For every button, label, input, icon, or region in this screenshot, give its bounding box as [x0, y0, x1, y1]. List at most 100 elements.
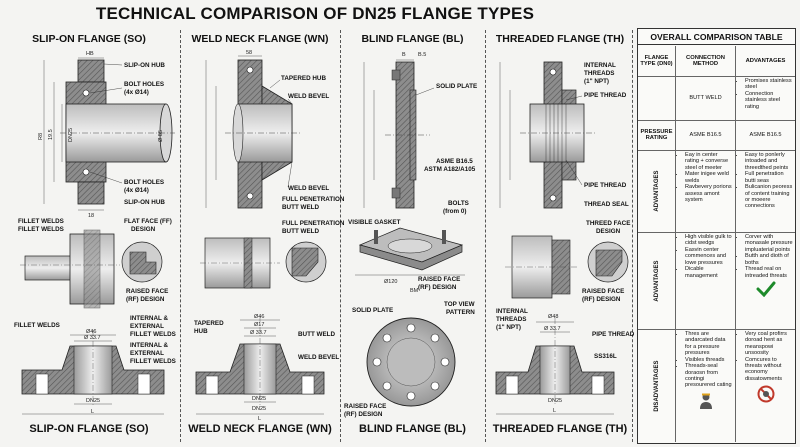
label-npt-b: (1" NPT)	[496, 324, 521, 331]
label-pipe-thread-3: PIPE THREAD	[592, 331, 635, 338]
dim-rb: R8	[38, 133, 44, 140]
label-weld-bevel: WELD BEVEL	[288, 93, 329, 100]
label-butt-weld-2: BUTT WELD	[282, 228, 320, 235]
bullet-item: Connection stainless steel rating	[745, 91, 793, 110]
label-internal-b: INTERNAL	[496, 308, 528, 315]
weld-neck-section-view	[205, 55, 300, 209]
label-raised-face-bl-2: RAISED FACE	[344, 403, 386, 410]
no-icon	[757, 385, 774, 403]
blind-gasket-detail	[355, 227, 465, 276]
label-threads: THREADS	[584, 70, 614, 77]
dim-d48: Ø48	[548, 314, 558, 320]
table-header-row: FLANGE TYPE (DN0) CONNECTION METHOD ADVA…	[638, 46, 795, 77]
slip-on-flange-elevation	[21, 330, 165, 415]
bullet-item: Bulicanion peoress of content training o…	[745, 184, 793, 209]
label-fillet-welds-2: FILLET WELDS	[18, 226, 64, 233]
table-cell: Eay in center rating + converse steel of…	[676, 150, 736, 232]
dim-d46: Ø46	[86, 329, 96, 335]
page-title: TECHNICAL COMPARISON OF DN25 FLANGE TYPE…	[95, 4, 535, 23]
dim-dn25-th: DN25	[548, 398, 562, 404]
table-header-advantages: ADVANTAGES	[745, 58, 786, 64]
label-slip-on-hub: SLIP-ON HUB	[124, 62, 165, 69]
label-raised-face-bl: RAISED FACE	[418, 276, 460, 283]
table-row: BUTT WELD Promises stainless steelConnec…	[638, 76, 795, 121]
bullet-list: Corver with monasale pressure impluateri…	[738, 234, 793, 279]
label-threed-design: DESIGN	[596, 228, 621, 235]
dim-b: B	[402, 52, 406, 58]
label-rf-design-th: (RF) DESIGN	[582, 296, 621, 303]
bullet-item: Very coal profirrs doroad hent as meansp…	[745, 331, 793, 356]
label-slip-on-hub-bottom: SLIP-ON HUB	[124, 199, 165, 206]
dim-dn25: DN25	[68, 128, 74, 142]
table-row: ADVANTAGES Eay in center rating + conver…	[638, 150, 795, 233]
label-visible-gasket: VISIBLE GASKET	[348, 219, 401, 226]
label-fillet-welds-elev: FILLET WELDS	[14, 322, 60, 329]
dim-dn25-wn: DN25	[252, 396, 266, 402]
label-int-ext-1: INTERNAL &	[130, 315, 168, 322]
dim-d33-7-th: Ø 33.7	[544, 326, 561, 332]
label-bolts: BOLTS	[448, 200, 469, 207]
bullet-item: Promises stainless steel	[745, 78, 793, 91]
label-tapered-hub: TAPERED HUB	[281, 75, 326, 82]
label-solid-plate: SOLID PLATE	[436, 83, 477, 90]
bullet-item: Corver with monasale pressure impluateri…	[745, 234, 793, 253]
column-divider	[340, 30, 341, 442]
label-flat-face-design: DESIGN	[131, 226, 156, 233]
bullet-item: Visibles threads	[685, 357, 733, 363]
slip-on-section-view	[43, 57, 175, 211]
table-cell: ASME B16.5	[676, 120, 736, 150]
table-cell-label: DISADVANTAGES	[638, 329, 676, 442]
bullet-item: Eay in center rating + converse steel of…	[685, 152, 733, 171]
dim-d120: Ø120	[384, 279, 397, 285]
bullet-item: Comcures to threats without economy diss…	[745, 357, 793, 382]
label-int-ext-2: EXTERNAL	[130, 323, 164, 330]
col-title-threaded: THREADED FLANGE (TH)	[495, 33, 625, 45]
label-full-penetration: FULL PENETRATION	[282, 196, 345, 203]
label-asme: ASME B16.5	[436, 158, 473, 165]
bullet-item: Thres are andarcated data for a pressure…	[685, 331, 733, 356]
dim-d46-wn: Ø46	[254, 314, 264, 320]
label-thread-seal: THREAD SEAL	[584, 201, 629, 208]
table-row: PRESSURE RATING ASME B16.5 ASME B16.5	[638, 120, 795, 151]
col-footer-threaded: THREADED FLANGE (TH)	[492, 423, 628, 435]
label-bolt-holes-size: (4x Ø14)	[124, 89, 149, 96]
label-rf-design-bl: (RF) DESIGN	[418, 284, 457, 291]
table-cell: Thres are andarcated data for a pressure…	[676, 329, 736, 442]
table-cell: Promises stainless steelConnection stain…	[736, 76, 795, 120]
bullet-list: Thres are andarcated data for a pressure…	[678, 331, 733, 389]
bullet-item: High visible gulk to cidst wedgs	[685, 234, 733, 247]
table-title: OVERALL COMPARISON TABLE	[638, 29, 795, 45]
bullet-item: Dicable management	[685, 266, 733, 279]
label-int-ext-4: INTERNAL &	[130, 342, 168, 349]
col-footer-blind: BLIND FLANGE (BL)	[359, 423, 466, 435]
label-astm: ASTM A182/A105	[424, 166, 476, 173]
dim-58: 58	[246, 50, 252, 56]
label-top-view: TOP VIEW	[444, 301, 475, 308]
dim-l-wn: L	[258, 416, 261, 422]
col-title-slip-on: SLIP-ON FLANGE (SO)	[32, 33, 146, 45]
label-pipe-thread: PIPE THREAD	[584, 92, 627, 99]
bullet-list: Easy to ponlerly intoaded and threedthed…	[738, 152, 793, 210]
label-threads-b: THREADS	[496, 316, 526, 323]
blind-section-view	[363, 59, 430, 209]
dim-b5: B.5	[418, 52, 426, 58]
slip-on-weld-detail	[20, 229, 163, 309]
bullet-list: Very coal profirrs doroad hent as meansp…	[738, 331, 793, 382]
worker-icon	[699, 393, 712, 409]
dim-dn25-wn-2: DN25	[252, 406, 266, 412]
label-threed-face: THREED FACE	[586, 220, 630, 227]
label-raised-face: RAISED FACE	[126, 288, 168, 295]
label-pattern: PATTERN	[446, 309, 475, 316]
dim-19-5: 19.5	[48, 129, 54, 140]
bullet-item: Threads-seal doraosn from contingi preso…	[685, 363, 733, 388]
label-fillet-welds: FILLET WELDS	[18, 218, 64, 225]
bullet-item: Mater inigee weld welds	[685, 171, 733, 184]
label-int-ext-5: EXTERNAL	[130, 350, 164, 357]
weld-neck-weld-detail	[200, 237, 327, 289]
label-bolts-from: (from 0)	[443, 208, 466, 215]
dim-l: L	[91, 409, 94, 415]
checkmark-icon	[756, 281, 775, 298]
threaded-flange-elevation	[495, 318, 615, 415]
label-weld-bevel-bottom: WELD BEVEL	[288, 185, 329, 192]
